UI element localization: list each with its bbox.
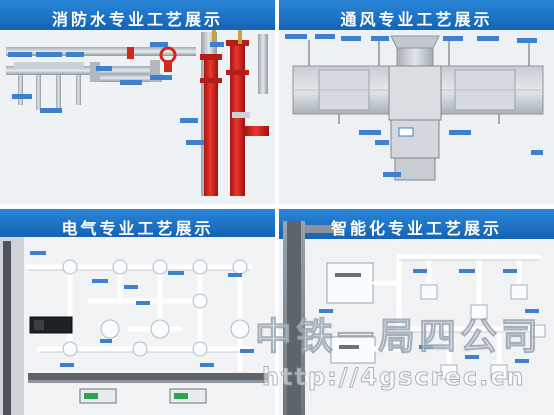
panel-title: 电气专业工艺展示 [61, 219, 214, 238]
ventilation-photo [279, 0, 554, 204]
panel-title: 消防水专业工艺展示 [51, 10, 223, 29]
fire-water-panel: 消防水专业工艺展示 [0, 0, 275, 204]
panel-title: 智能化专业工艺展示 [330, 219, 502, 238]
fire-water-photo [0, 0, 275, 204]
panel-title: 通风专业工艺展示 [340, 10, 493, 29]
electrical-panel: 电气专业工艺展示 [0, 209, 275, 415]
electrical-photo [0, 209, 275, 415]
intelligent-systems-photo [279, 209, 554, 415]
intelligent-systems-panel: 智能化专业工艺展示 [279, 209, 554, 415]
ventilation-panel: 通风专业工艺展示 [279, 0, 554, 204]
